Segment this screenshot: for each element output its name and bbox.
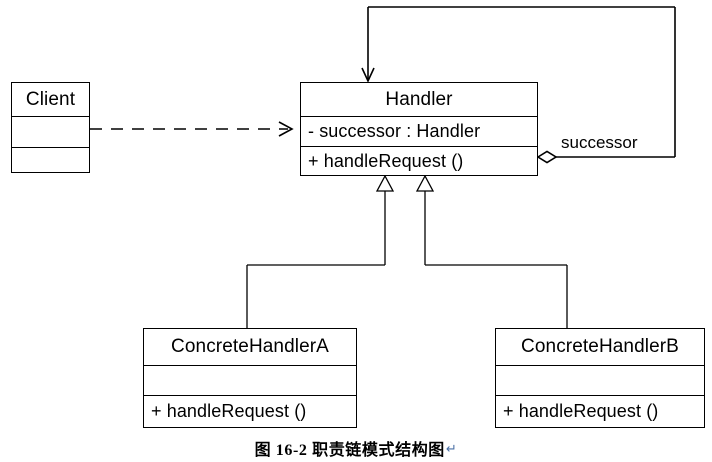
class-operations-compartment xyxy=(12,147,89,172)
figure-caption: 图 16-2 职责链模式结构图↵ xyxy=(0,436,712,460)
class-name-compartment: ConcreteHandlerA xyxy=(144,329,356,365)
figure-caption-text: 图 16-2 职责链模式结构图 xyxy=(254,442,445,459)
class-attributes-compartment: - successor : Handler xyxy=(301,116,537,146)
class-operations-label: + handleRequest () xyxy=(308,150,464,171)
class-name-compartment: Handler xyxy=(301,83,537,116)
generalization-concrete-a xyxy=(246,174,395,328)
class-name-compartment: ConcreteHandlerB xyxy=(496,329,704,365)
class-attributes-compartment xyxy=(144,365,356,395)
class-attributes-label: - successor : Handler xyxy=(308,121,481,141)
class-operations-compartment: + handleRequest () xyxy=(496,395,704,427)
class-box-concrete-handler-a[interactable]: ConcreteHandlerA + handleRequest () xyxy=(143,328,357,428)
class-operations-compartment: + handleRequest () xyxy=(301,146,537,175)
class-name-label: Client xyxy=(25,88,76,110)
aggregation-handler-successor xyxy=(361,6,676,164)
class-box-client[interactable]: Client xyxy=(11,82,90,173)
class-operations-label: + handleRequest () xyxy=(151,401,307,421)
class-box-concrete-handler-b[interactable]: ConcreteHandlerB + handleRequest () xyxy=(495,328,705,428)
association-role-label-successor: successor xyxy=(560,133,639,153)
class-operations-label: + handleRequest () xyxy=(503,401,659,421)
dependency-client-to-handler xyxy=(90,121,294,137)
paragraph-mark-icon: ↵ xyxy=(445,441,458,456)
class-name-label: Handler xyxy=(385,88,453,110)
class-operations-compartment: + handleRequest () xyxy=(144,395,356,427)
class-name-label: ConcreteHandlerB xyxy=(521,336,679,357)
class-box-handler[interactable]: Handler - successor : Handler + handleRe… xyxy=(300,82,538,176)
generalization-concrete-b xyxy=(415,174,568,328)
class-name-label: ConcreteHandlerA xyxy=(171,336,329,357)
class-attributes-compartment xyxy=(496,365,704,395)
class-name-compartment: Client xyxy=(12,83,89,116)
class-attributes-compartment xyxy=(12,116,89,147)
